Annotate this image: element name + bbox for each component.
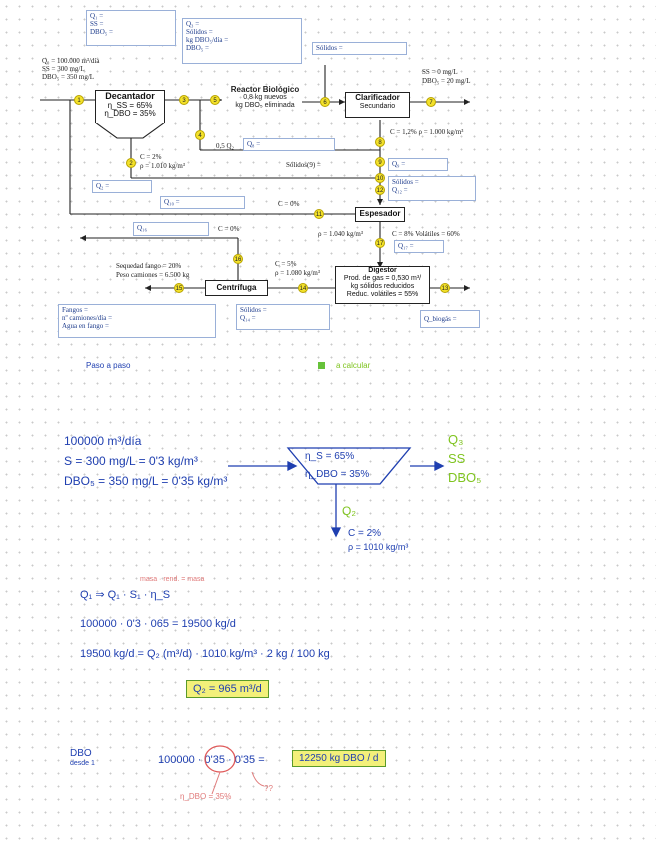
note-caudal: 100000 m³/día xyxy=(64,434,142,448)
box-solidos14: Sólidos = Q₁₄ = xyxy=(236,304,330,330)
point-13: 13 xyxy=(440,283,450,293)
point-7: 7 xyxy=(426,97,436,107)
note-red-qq: ?? xyxy=(264,784,273,793)
clarificador-unit: Clarificador Secundario xyxy=(345,92,410,118)
point-6: 6 xyxy=(320,97,330,107)
label-c-clar: C = 1,2% ρ = 1.000 kg/m³ xyxy=(390,128,464,136)
box-q9: Q₉ = xyxy=(388,158,448,171)
influent-dbo: DBO₅ = 350 mg/L xyxy=(42,73,95,81)
notes-sketch xyxy=(228,447,445,538)
box-q17: Q₁₇ = xyxy=(394,240,444,253)
note-eta-dbo: η_DBO = 35% xyxy=(305,469,370,480)
note-eq4: 100000 · 0'35 · 0'35 = xyxy=(158,754,265,766)
label-c0b: C = 0% xyxy=(218,225,240,233)
box-solidos-top: Sólidos = xyxy=(312,42,407,55)
label-c2: C = 2% xyxy=(140,153,162,161)
box-q10: Q₁₀ = xyxy=(160,196,245,209)
box-solidos12: Sólidos = Q₁₂ = xyxy=(388,176,476,201)
influent-q0: Q₀ = 100.000 m³/día xyxy=(42,57,100,65)
point-9: 9 xyxy=(375,157,385,167)
point-5: 5 xyxy=(210,95,220,105)
espesador-unit: Espesador xyxy=(355,207,405,222)
label-c0a: C = 0% xyxy=(278,200,300,208)
box-fangos: Fangos = nº camiones/día = Agua en fango… xyxy=(58,304,216,338)
digestor-unit: Digestor Prod. de gas = 0,530 m³/ kg sól… xyxy=(335,266,430,304)
box-q1: Q₁ = SS = DBO₅ = xyxy=(86,10,176,46)
note-dbo-label: DBO xyxy=(70,748,92,759)
result-dbo: 12250 kg DBO / d xyxy=(292,750,386,767)
point-4: 4 xyxy=(195,130,205,140)
label-rho13: ρ = 1.080 kg/m³ xyxy=(275,269,320,277)
point-8: 8 xyxy=(375,137,385,147)
reactor-label: Reactor Biológico 0,8 kg nuevos kg DBO₅ … xyxy=(230,85,300,110)
point-11: 11 xyxy=(314,209,324,219)
note-dbo: DBO₅ = 350 mg/L = 0'35 kg/m³ xyxy=(64,474,228,488)
note-red-masa: masa · rend. = masa xyxy=(140,576,205,583)
influent-ss: SS = 300 mg/L xyxy=(42,65,85,73)
legend-paso: Paso a paso xyxy=(86,361,131,370)
point-16: 16 xyxy=(233,254,243,264)
point-14: 14 xyxy=(298,283,308,293)
legend-green-square xyxy=(318,362,325,369)
box-q8: Q₈ = xyxy=(243,138,335,151)
note-red-eta: η_DBO = 35% xyxy=(180,792,232,801)
note-eq3: 19500 kg/d = Q₂ (m³/d) · 1010 kg/m³ · 2 … xyxy=(80,648,330,660)
result-q2: Q₂ = 965 m³/d xyxy=(186,680,269,698)
point-15: 15 xyxy=(174,283,184,293)
label-q8-frac: 0,5 Q₂ xyxy=(216,142,234,150)
note-out-dbo: DBO₅ xyxy=(448,470,482,485)
label-c8: C = 8% Volátiles = 60% xyxy=(392,230,460,238)
box-q3: Q₃ = Sólidos = kg DBO₅/día = DBO₅ = xyxy=(182,18,302,64)
label-sequedad: Sequedad fango = 20% xyxy=(116,262,182,270)
effluent-dbo: DBO₅ = 20 mg/L xyxy=(422,77,471,85)
red-arrows xyxy=(211,771,265,795)
note-solidos: S = 300 mg/L = 0'3 kg/m³ xyxy=(64,454,198,468)
box-q2: Q₂ = xyxy=(92,180,152,193)
label-rho2: ρ = 1.010 kg/m³ xyxy=(140,162,185,170)
note-eta-s: η_S = 65% xyxy=(305,451,355,462)
centrifuga-unit: Centrífuga xyxy=(205,280,268,296)
box-q16: Q₁₆ xyxy=(133,222,209,236)
note-q2: Q₂ xyxy=(342,504,356,518)
point-12: 12 xyxy=(375,185,385,195)
label-camiones: Peso camiones = 6.500 kg xyxy=(116,271,190,279)
box-qbiogas: Q_biogás = xyxy=(420,310,480,328)
effluent-ss: SS = 0 mg/L xyxy=(422,68,458,76)
point-17: 17 xyxy=(375,238,385,248)
decantador-unit: Decantador η_SS = 65% η_DBO = 35% xyxy=(95,90,165,123)
label-rho11: ρ = 1.040 kg/m³ xyxy=(318,230,363,238)
note-dbo-sub: desde 1 xyxy=(70,760,95,767)
note-c2: C = 2% xyxy=(348,528,382,539)
point-1: 1 xyxy=(74,95,84,105)
point-10: 10 xyxy=(375,173,385,183)
note-out-ss: SS xyxy=(448,451,466,466)
point-3: 3 xyxy=(179,95,189,105)
legend-calcular: a calcular xyxy=(336,361,371,370)
note-eq1: Q₁ ⇒ Q₁ · S₁ · η_S xyxy=(80,589,171,601)
label-solidos9: Sólidos(9) = xyxy=(286,161,321,169)
note-rho: ρ = 1010 kg/m³ xyxy=(348,542,409,552)
label-c5: C = 5% xyxy=(275,260,297,268)
point-2: 2 xyxy=(126,158,136,168)
note-eq2: 100000 · 0'3 · 065 = 19500 kg/d xyxy=(80,618,236,630)
note-out-q3: Q₃ xyxy=(448,432,464,447)
